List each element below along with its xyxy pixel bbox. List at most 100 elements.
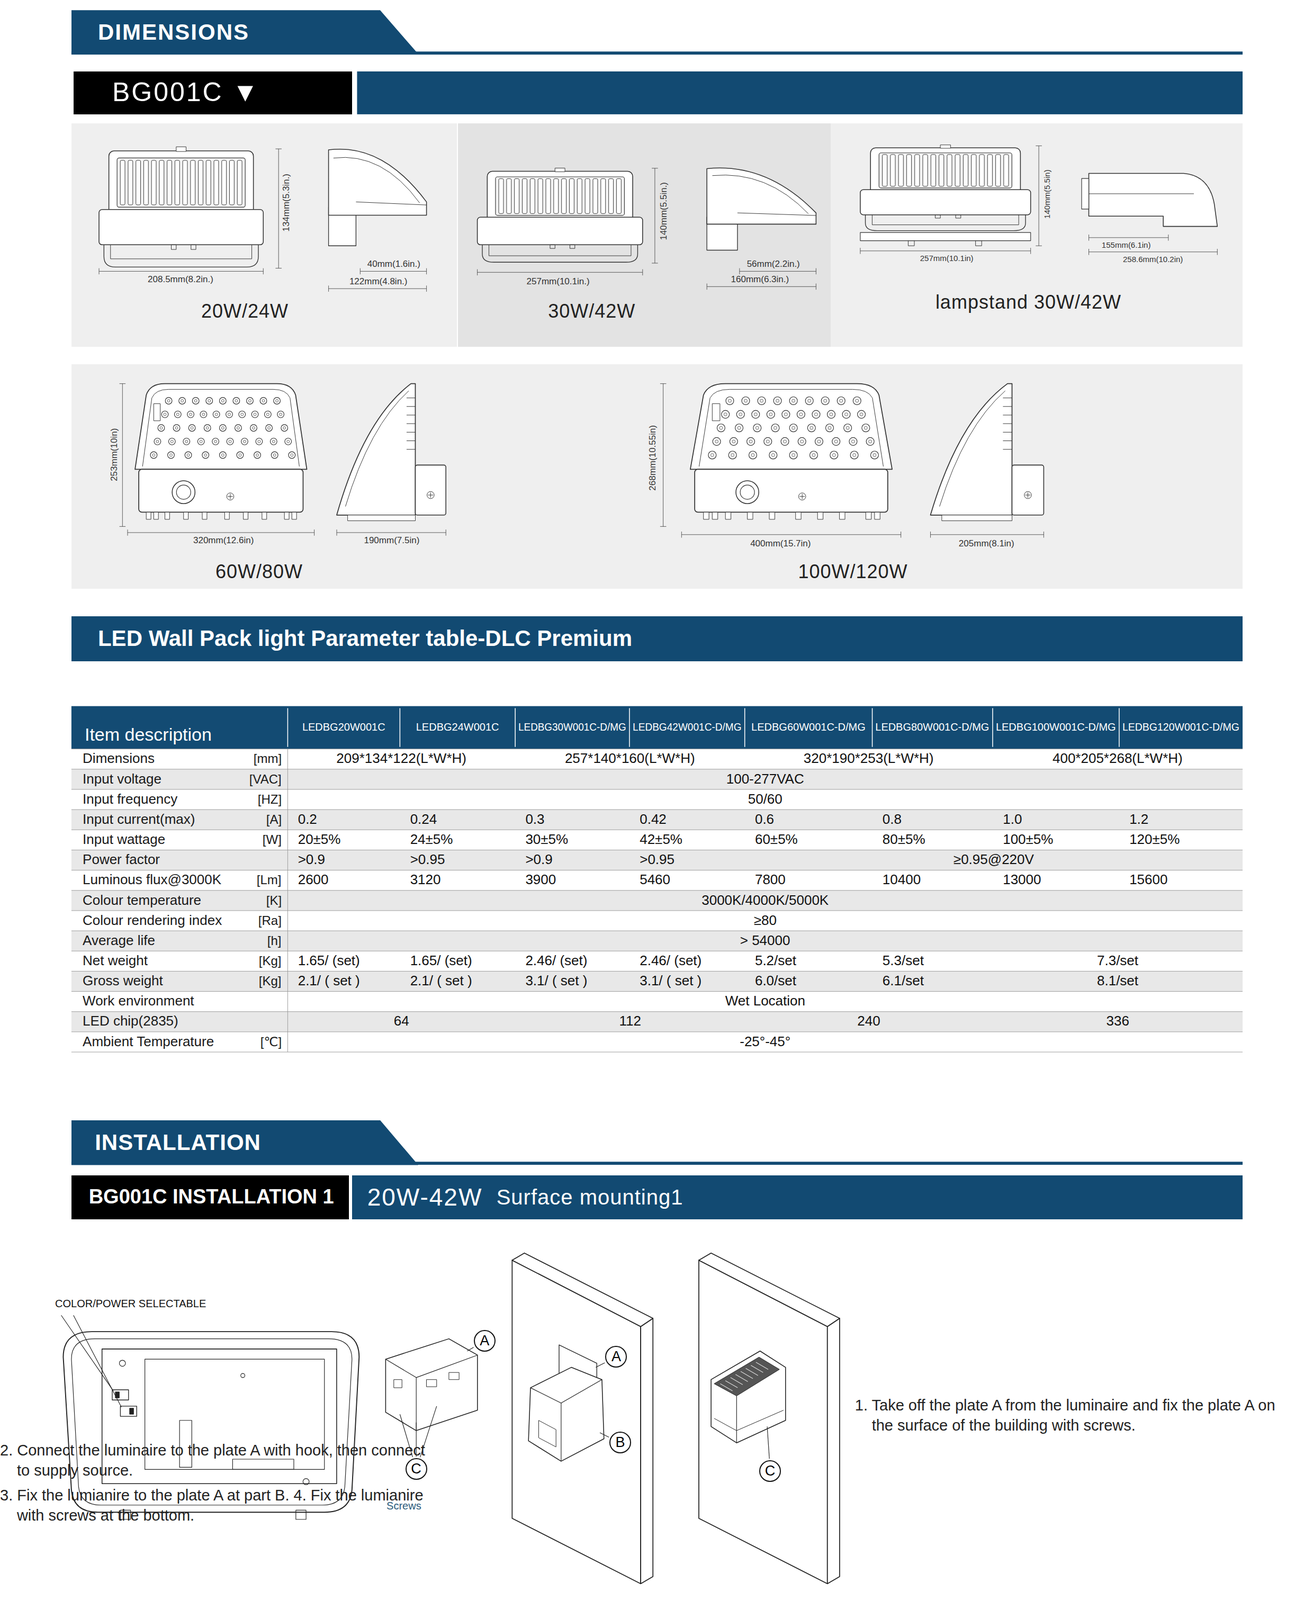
back-plate	[102, 1349, 337, 1484]
table-rule	[71, 869, 1243, 871]
led-lens	[184, 451, 192, 459]
unit-label: [mm]	[253, 751, 282, 767]
led-lens	[789, 451, 798, 460]
led-lens	[830, 451, 839, 460]
led-lens	[771, 424, 780, 433]
fin	[889, 154, 895, 187]
grill	[117, 157, 246, 208]
table-cell: 0.24	[410, 811, 438, 828]
dimension-panel: 20W/24W	[71, 123, 457, 347]
lens	[110, 244, 253, 259]
led-lens	[797, 437, 806, 446]
led-lens	[817, 439, 821, 444]
led-lens	[272, 439, 275, 443]
table-cell: 5460	[639, 871, 671, 888]
luminaire	[560, 1403, 562, 1462]
led-lens	[236, 426, 240, 430]
led-lens	[852, 453, 857, 457]
dimension-line	[1035, 245, 1042, 247]
fin	[955, 154, 960, 187]
table-cell: 320*190*253(L*W*H)	[803, 750, 934, 767]
dimension-line	[900, 531, 902, 538]
led-lens	[169, 453, 173, 457]
led-lens	[796, 410, 805, 419]
led-lens	[284, 437, 292, 445]
table-cell: 120±5%	[1129, 831, 1180, 848]
led-lens	[227, 412, 231, 416]
fin	[995, 154, 1001, 187]
led-lens	[273, 397, 281, 405]
leader-line	[420, 1406, 437, 1458]
housing	[1088, 193, 1194, 195]
led-lens	[799, 412, 803, 417]
tab	[153, 511, 159, 519]
wall	[698, 1253, 840, 1327]
fin	[151, 160, 157, 205]
led-lens	[708, 451, 717, 460]
led-lens	[760, 399, 764, 403]
fin	[740, 1371, 753, 1379]
led-lens	[192, 397, 200, 405]
band-title: BG001C INSTALLATION 1	[88, 1185, 335, 1209]
led-lens	[281, 424, 289, 432]
led-lens	[809, 451, 818, 460]
luminaire	[530, 1379, 602, 1404]
tab	[907, 240, 915, 247]
led-lens	[214, 412, 218, 416]
back-plate	[232, 1459, 294, 1470]
screw	[798, 492, 806, 500]
row-label: Luminous flux@3000K	[82, 871, 222, 888]
table-cell: 1.2	[1129, 811, 1149, 828]
led-lens	[727, 399, 732, 403]
luminaire	[711, 1351, 786, 1443]
dimension-line	[119, 526, 126, 527]
lampstand-plate	[859, 232, 1031, 241]
led-lens	[771, 453, 775, 457]
led-lens	[832, 453, 836, 457]
led-lens	[825, 424, 834, 433]
led-lens	[181, 399, 184, 402]
dimension-line	[662, 383, 664, 527]
fin	[1002, 406, 1012, 407]
dimension-line	[99, 271, 264, 272]
callout-circle: B	[609, 1431, 632, 1454]
led-lens	[277, 410, 285, 418]
fin	[406, 406, 416, 407]
led-lens	[178, 397, 186, 405]
dimension-line	[127, 532, 315, 533]
led-lens	[202, 451, 210, 459]
screw	[426, 491, 434, 499]
fin	[987, 154, 993, 187]
table-rule	[71, 829, 1243, 831]
dimension-line	[477, 269, 478, 276]
led-lens	[739, 412, 743, 417]
led-lens	[710, 453, 714, 457]
fin	[600, 178, 606, 214]
body	[99, 209, 264, 245]
led-lens	[253, 412, 257, 416]
table-row-band	[71, 970, 1243, 992]
led-lens	[729, 437, 738, 446]
table-row-band	[71, 769, 1243, 790]
fin	[720, 1383, 733, 1391]
table-cell: 336	[1105, 1013, 1129, 1030]
sensor	[555, 168, 566, 173]
led-lens	[821, 396, 830, 405]
led-lens	[783, 439, 787, 444]
table-cell: 2600	[298, 871, 329, 888]
dimension-line	[706, 286, 816, 287]
section-band: LED Wall Pack light Parameter table-DLC …	[71, 616, 1243, 662]
fin	[182, 160, 188, 205]
led-lens	[814, 437, 823, 446]
fin	[922, 154, 928, 187]
led-lens	[174, 410, 182, 418]
unit-label: [Kg]	[258, 953, 282, 969]
fin	[120, 160, 125, 205]
led-lens	[844, 412, 848, 417]
selector-switch	[129, 1408, 134, 1415]
table-cell: 6.0/set	[754, 973, 797, 989]
table-row-band	[71, 809, 1243, 830]
led-lens	[175, 426, 178, 430]
row-label: LED chip(2835)	[82, 1013, 179, 1030]
led-lens	[807, 399, 812, 403]
